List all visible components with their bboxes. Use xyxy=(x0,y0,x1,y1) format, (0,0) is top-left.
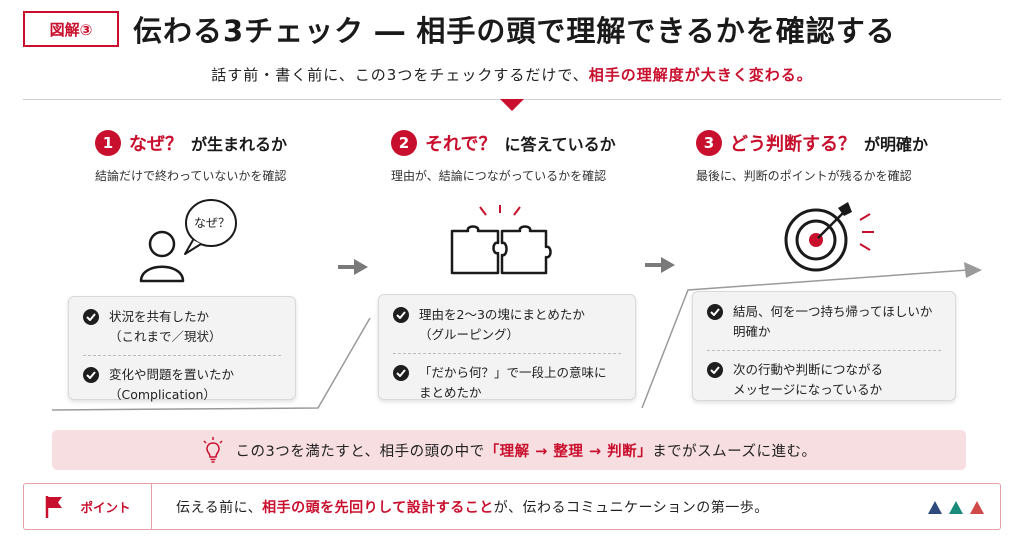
banner-highlight: 「理解 → 整理 → 判断」 xyxy=(484,443,653,460)
step-3: 3 どう判断する？ が明確か 最後に、判断のポイントが残るかを確認 xyxy=(696,130,996,184)
step-1-number: 1 xyxy=(95,130,121,156)
step-3-number: 3 xyxy=(696,130,722,156)
banner-text-pre: この3つを満たすと、相手の頭の中で xyxy=(235,443,485,460)
page-title: 伝わる3チェック ― 相手の頭で理解できるかを確認する xyxy=(133,14,896,48)
check-line: 次の行動や判断につながる xyxy=(733,362,884,377)
check-item: 「だから何？」で一段上の意味に まとめたか xyxy=(393,353,621,403)
triangle-decoration xyxy=(928,501,984,514)
step-2-question-rest: に答えているか xyxy=(504,135,616,154)
triangle-icon xyxy=(928,501,942,514)
target-icon xyxy=(778,198,878,278)
step-2-question: それで？ xyxy=(425,134,497,155)
check-line: 変化や問題を置いたか xyxy=(109,367,235,382)
check-line: メッセージになっているか xyxy=(733,382,883,397)
check-icon xyxy=(707,304,723,320)
point-box: ポイント 伝える前に、相手の頭を先回りして設計することが、伝わるコミュニケーショ… xyxy=(23,483,1001,530)
point-text-pre: 伝える前に、 xyxy=(176,500,263,516)
check-icon xyxy=(393,307,409,323)
check-text: 変化や問題を置いたか （Complication） xyxy=(109,365,234,405)
subtitle-highlight: 相手の理解度が大きく変わる。 xyxy=(588,66,813,84)
banner-text: この3つを満たすと、相手の頭の中で「理解 → 整理 → 判断」までがスムーズに進… xyxy=(236,440,817,461)
check-item: 結局、何を一つ持ち帰ってほしいか 明確か xyxy=(707,302,941,342)
triangle-icon xyxy=(949,501,963,514)
check-line: 結局、何を一つ持ち帰ってほしいか xyxy=(733,304,933,319)
check-line: 状況を共有したか xyxy=(109,309,210,324)
check-text: 「だから何？」で一段上の意味に まとめたか xyxy=(419,363,607,403)
point-label: ポイント xyxy=(24,484,152,529)
check-line: （グルーピング） xyxy=(419,327,520,342)
step-2-number: 2 xyxy=(391,130,417,156)
step-3-question: どう判断する？ xyxy=(730,134,856,155)
point-label-text: ポイント xyxy=(80,500,131,515)
step-2-subtitle: 理由が、結論につながっているかを確認 xyxy=(391,169,607,183)
check-item: 変化や問題を置いたか （Complication） xyxy=(83,355,281,405)
step-3-checklist: 結局、何を一つ持ち帰ってほしいか 明確か 次の行動や判断につながる メッセージに… xyxy=(692,291,956,401)
check-item: 状況を共有したか （これまで／現状） xyxy=(83,307,281,347)
point-highlight: 相手の頭を先回りして設計すること xyxy=(262,500,494,516)
speech-bubble-text: なぜ？ xyxy=(193,216,230,230)
check-line: （これまで／現状） xyxy=(109,329,222,344)
subtitle: 話す前・書く前に、この3つをチェックするだけで、相手の理解度が大きく変わる。 xyxy=(0,64,1024,85)
check-icon xyxy=(83,309,99,325)
check-line: 「だから何？」で一段上の意味に xyxy=(419,365,607,380)
check-item: 次の行動や判断につながる メッセージになっているか xyxy=(707,350,941,400)
puzzle-icon xyxy=(446,205,554,281)
step-1-question-rest: が生まれるか xyxy=(191,135,288,154)
summary-banner: この3つを満たすと、相手の頭の中で「理解 → 整理 → 判断」までがスムーズに進… xyxy=(52,430,966,470)
step-1-heading: 1 なぜ？ が生まれるか xyxy=(95,130,395,156)
step-2-heading: 2 それで？ に答えているか xyxy=(391,130,691,156)
step-2: 2 それで？ に答えているか 理由が、結論につながっているかを確認 xyxy=(391,130,691,184)
step-1-subtitle: 結論だけで終わっていないかを確認 xyxy=(95,169,287,183)
check-text: 状況を共有したか （これまで／現状） xyxy=(109,307,222,347)
step-3-heading: 3 どう判断する？ が明確か xyxy=(696,130,996,156)
down-arrow-icon xyxy=(500,99,524,111)
check-icon xyxy=(83,367,99,383)
check-icon xyxy=(707,362,723,378)
check-line: 明確か xyxy=(733,324,771,339)
point-text-post: が、伝わるコミュニケーションの第一歩。 xyxy=(493,500,769,516)
flow-arrow-icon xyxy=(645,257,675,273)
check-line: まとめたか xyxy=(419,385,482,400)
check-text: 結局、何を一つ持ち帰ってほしいか 明確か xyxy=(733,302,932,342)
banner-text-post: までがスムーズに進む。 xyxy=(652,443,817,460)
check-line: 理由を2〜3の塊にまとめたか xyxy=(419,307,585,322)
step-1-question: なぜ？ xyxy=(129,134,183,155)
check-text: 次の行動や判断につながる メッセージになっているか xyxy=(733,360,883,400)
flag-icon xyxy=(46,495,63,518)
step-2-checklist: 理由を2〜3の塊にまとめたか （グルーピング） 「だから何？」で一段上の意味に … xyxy=(378,294,636,400)
person-speech-icon: なぜ？ xyxy=(135,196,265,286)
check-item: 理由を2〜3の塊にまとめたか （グルーピング） xyxy=(393,305,621,345)
step-1-checklist: 状況を共有したか （これまで／現状） 変化や問題を置いたか （Complicat… xyxy=(68,296,296,402)
lightbulb-icon xyxy=(203,437,223,463)
check-icon xyxy=(393,365,409,381)
point-text: 伝える前に、相手の頭を先回りして設計することが、伝わるコミュニケーションの第一歩… xyxy=(176,497,769,517)
flow-arrow-icon xyxy=(338,259,368,275)
step-1: 1 なぜ？ が生まれるか 結論だけで終わっていないかを確認 xyxy=(95,130,395,184)
triangle-icon xyxy=(970,501,984,514)
step-3-subtitle: 最後に、判断のポイントが残るかを確認 xyxy=(696,169,912,183)
check-text: 理由を2〜3の塊にまとめたか （グルーピング） xyxy=(419,305,585,345)
subtitle-text: 話す前・書く前に、この3つをチェックするだけで、 xyxy=(211,66,589,84)
check-line: （Complication） xyxy=(109,387,216,402)
figure-badge: 図解③ xyxy=(23,11,119,47)
step-3-question-rest: が明確か xyxy=(864,135,929,154)
